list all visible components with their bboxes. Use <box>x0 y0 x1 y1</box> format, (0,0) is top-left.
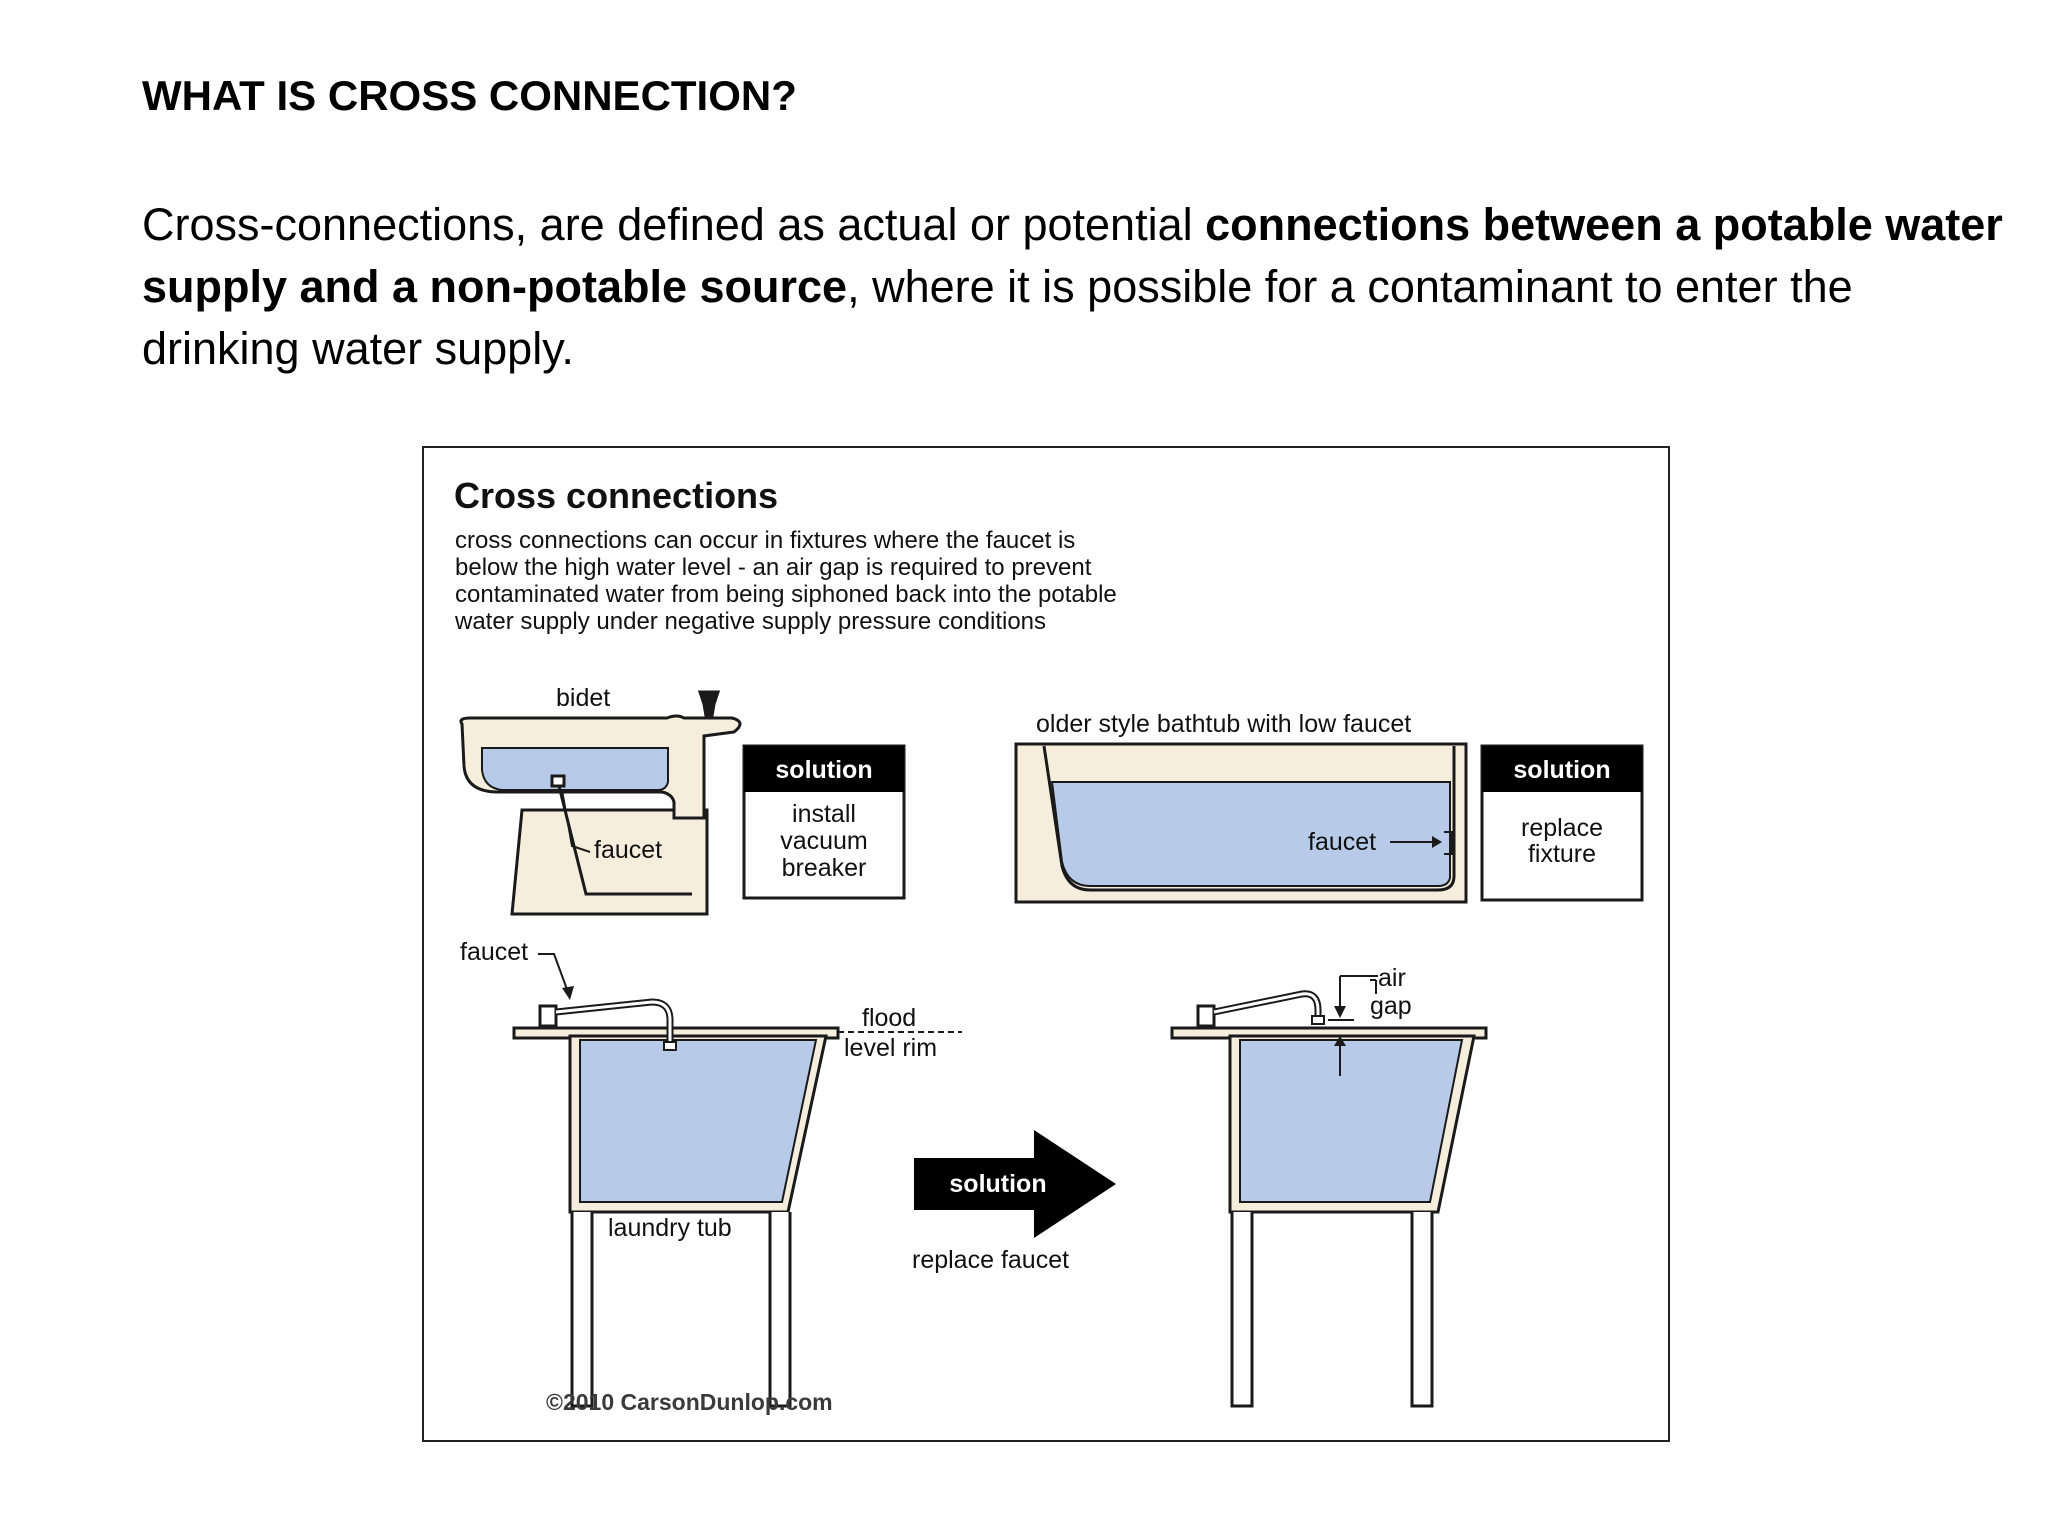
bathtub-label: older style bathtub with low faucet <box>1036 710 1411 738</box>
fixed-faucet-knob <box>1196 1004 1216 1028</box>
laundry-faucet-label: faucet <box>460 938 528 966</box>
air-gap-top-line <box>1339 975 1378 1010</box>
laundry-faucet-outlet <box>663 1041 677 1051</box>
bathtub-water <box>1050 781 1451 887</box>
diagram-description: cross connections can occur in fixtures … <box>454 527 1117 635</box>
laundry-tub-illustration <box>512 953 962 1408</box>
bidet-solution-line-1: install <box>792 800 856 828</box>
bidet-solution-box: solution install vacuum breaker <box>742 744 906 900</box>
diagram-title: Cross connections <box>454 475 778 516</box>
description-line-3: contaminated water from being siphoned b… <box>455 581 1117 608</box>
bidet-solution-line-2: vacuum <box>780 827 868 855</box>
bidet-solution-header <box>744 746 904 792</box>
solution-arrow-label: solution <box>949 1170 1046 1198</box>
fixed-tub-leg-left <box>1230 1212 1254 1408</box>
cross-connection-diagram: Cross connections cross connections can … <box>422 446 1670 1442</box>
laundry-faucet-knob <box>538 1004 558 1028</box>
bathtub-faucet-arrowhead <box>1432 836 1442 848</box>
bathtub-illustration <box>1014 742 1468 904</box>
air-gap-bottom-arrowhead <box>1334 1036 1346 1046</box>
copyright-text: ©2010 CarsonDunlop.com <box>546 1389 833 1415</box>
bidet-pedestal <box>510 808 709 916</box>
laundry-tub-water <box>579 1039 818 1203</box>
fixed-tub-water <box>1239 1039 1464 1203</box>
diagram-frame <box>422 446 1670 1442</box>
air-gap-bracket <box>1370 979 1377 994</box>
definition-paragraph: Cross-connections, are defined as actual… <box>142 194 2022 380</box>
bidet-solution-line-3: breaker <box>782 854 867 882</box>
fixed-tub-leg-right <box>1410 1212 1434 1408</box>
flood-label-line-2: level rim <box>844 1034 937 1062</box>
bidet-label: bidet <box>556 684 610 712</box>
air-gap-label-line-1: air <box>1378 964 1406 992</box>
bathtub-solution-box: solution replace fixture <box>1480 744 1644 902</box>
laundry-faucet-leader-arrowhead <box>562 986 574 1000</box>
description-line-4: water supply under negative supply press… <box>454 608 1046 635</box>
laundry-tub-leg-left <box>570 1212 594 1408</box>
bidet-water <box>481 747 669 791</box>
bidet-faucet-label: faucet <box>594 836 662 864</box>
solution-arrow: solution <box>914 1130 1116 1238</box>
laundry-faucet-leader <box>538 953 569 993</box>
air-gap-top-arrowhead <box>1334 1006 1346 1018</box>
bidet-knob <box>697 690 721 718</box>
air-gap-label-line-2: gap <box>1370 992 1412 1020</box>
flood-label-line-1: flood <box>862 1004 916 1032</box>
description-line-1: cross connections can occur in fixtures … <box>455 527 1075 554</box>
fixed-tub-illustration <box>1170 975 1488 1408</box>
definition-bold-text: connections between a potable water supp… <box>142 199 2003 312</box>
bathtub-solution-line-2: fixture <box>1528 840 1596 868</box>
bathtub-inner <box>1042 745 1456 892</box>
bidet-faucet-leader <box>561 789 591 853</box>
bathtub-solution-line-1: replace <box>1521 814 1603 842</box>
bathtub-faucet <box>1444 831 1453 855</box>
laundry-tub-label: laundry tub <box>608 1214 732 1242</box>
description-line-2: below the high water level - an air gap … <box>455 554 1092 581</box>
slide-heading: WHAT IS CROSS CONNECTION? <box>142 72 797 119</box>
definition-text-2: , where it is possible for a contaminant… <box>142 261 1853 374</box>
solution-arrow-caption: replace faucet <box>912 1246 1069 1274</box>
laundry-tub-leg-right <box>768 1212 792 1408</box>
bathtub-faucet-label: faucet <box>1308 828 1376 856</box>
bathtub-solution-header-text: solution <box>1513 756 1610 784</box>
fixed-faucet-outlet <box>1311 1015 1325 1025</box>
bidet-faucet-outlet <box>550 774 566 788</box>
bidet-illustration <box>459 690 742 916</box>
bidet-solution-header-text: solution <box>775 756 872 784</box>
definition-text-1: Cross-connections, are defined as actual… <box>142 199 1206 250</box>
bathtub-solution-header <box>1482 746 1642 792</box>
